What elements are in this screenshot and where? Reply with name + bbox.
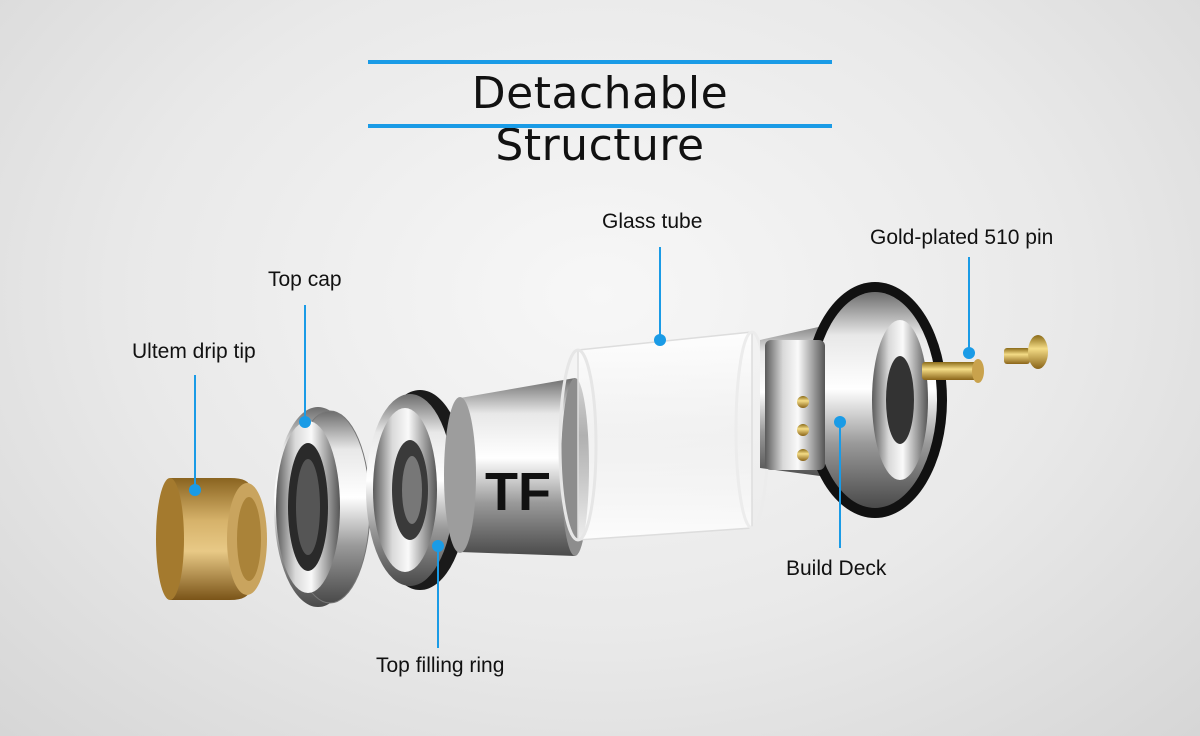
callout-dot-filling-ring — [432, 540, 444, 552]
callout-dot-pin — [963, 347, 975, 359]
label-glass-tube: Glass tube — [602, 210, 703, 233]
title-rule-top — [368, 60, 832, 64]
label-drip-tip: Ultem drip tip — [132, 340, 256, 363]
gold-pin-part — [922, 335, 1048, 383]
callout-lines — [194, 247, 970, 648]
callout-dot-top-cap — [299, 416, 311, 428]
label-pin: Gold-plated 510 pin — [870, 226, 1054, 249]
callout-dot-drip-tip — [189, 484, 201, 496]
title-block: Detachable Structure — [368, 60, 832, 171]
label-build-deck: Build Deck — [786, 557, 887, 580]
top-cap-part — [274, 407, 371, 607]
page-title: Detachable Structure — [471, 68, 729, 171]
build-deck-part — [760, 282, 947, 518]
callout-dot-glass-tube — [654, 334, 666, 346]
title-rule-bottom — [368, 124, 832, 128]
label-filling-ring: Top filling ring — [376, 654, 505, 677]
label-top-cap: Top cap — [268, 268, 342, 291]
filling-ring-part — [366, 390, 468, 590]
drip-tip-part — [156, 478, 267, 600]
glass-tube-part — [558, 330, 770, 542]
callout-dot-build-deck — [834, 416, 846, 428]
brand-logo: TF — [485, 462, 551, 522]
